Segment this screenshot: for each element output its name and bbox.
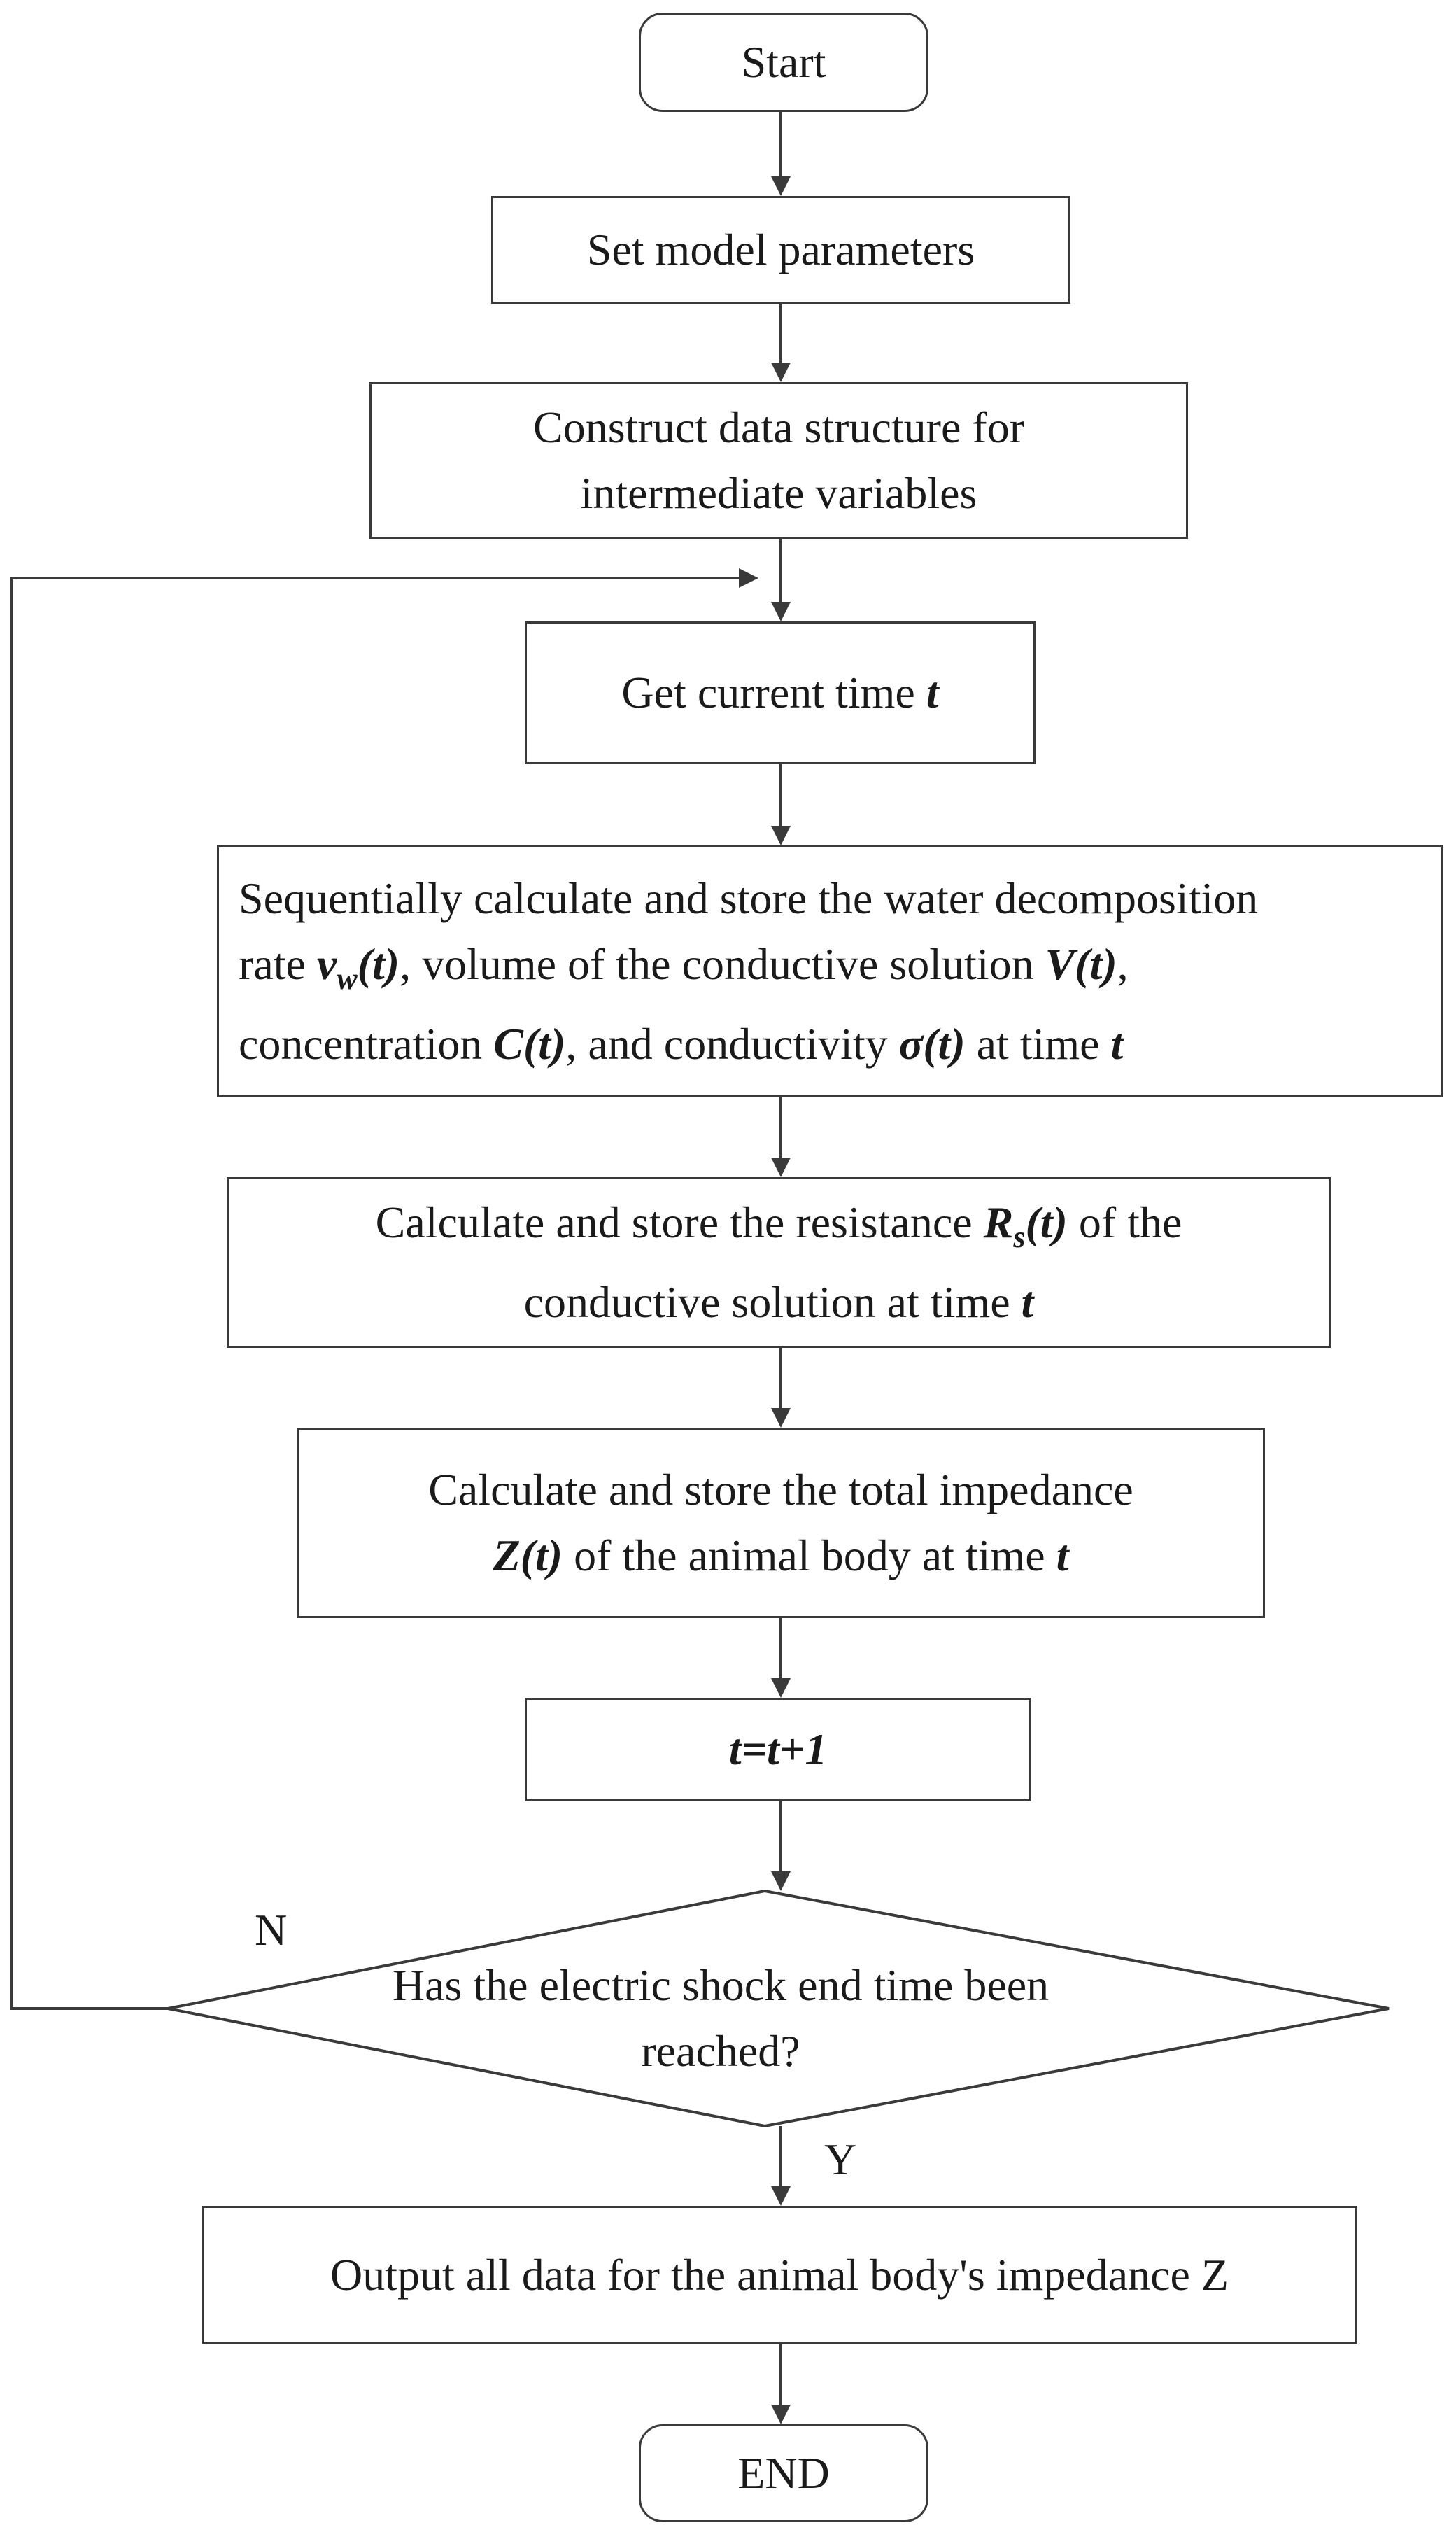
res-R-symbol: Rs(t) xyxy=(983,1197,1068,1254)
res-of-the: of the xyxy=(1067,1197,1182,1247)
seq-volume-text: , volume of the conductive solution xyxy=(400,938,1045,989)
res-t-symbol: t xyxy=(1021,1277,1034,1328)
seq-at-time-text: at time xyxy=(965,1019,1111,1069)
seq-vw-symbol: vw(t) xyxy=(316,938,400,996)
seq-t-symbol: t xyxy=(1110,1019,1124,1069)
output-label: Output all data for the animal body's im… xyxy=(330,2250,1229,2300)
loop-back-line xyxy=(10,577,742,2010)
end-node: END xyxy=(639,2424,928,2522)
imp-Z-symbol: Z(t) xyxy=(493,1531,563,1580)
res-conductive-text: conductive solution at time xyxy=(523,1277,1022,1328)
total-impedance-node: Calculate and store the total impedance … xyxy=(297,1428,1265,1618)
seq-conductivity-text: , and conductivity xyxy=(565,1019,899,1069)
decision-diamond xyxy=(167,1889,1390,2128)
seq-C-symbol: C(t) xyxy=(493,1019,566,1069)
seq-vw-main: v xyxy=(316,938,337,989)
impedance-line-1: Calculate and store the total impedance xyxy=(428,1465,1133,1514)
resistance-line-2: conductive solution at time t xyxy=(524,1269,1034,1335)
decision-text: Has the electric shock end time been rea… xyxy=(336,1953,1105,2084)
end-label: END xyxy=(737,2448,830,2498)
output-data-node: Output all data for the animal body's im… xyxy=(202,2206,1357,2344)
set-parameters-label: Set model parameters xyxy=(586,225,975,274)
increment-time-node: t=t+1 xyxy=(525,1698,1031,1801)
yes-edge-label: Y xyxy=(824,2134,857,2184)
sequential-calculation-node: Sequentially calculate and store the wat… xyxy=(217,845,1443,1097)
seq-concentration-text: concentration xyxy=(239,1019,494,1069)
res-R-arg: (t) xyxy=(1025,1197,1068,1247)
impedance-line-2: Z(t) of the animal body at time t xyxy=(493,1523,1069,1589)
increment-label: t=t+1 xyxy=(728,1724,828,1774)
seq-vw-sub: w xyxy=(337,961,358,996)
seq-sigma-symbol: σ(t) xyxy=(898,1019,966,1069)
get-current-time-node: Get current time t xyxy=(525,621,1036,764)
set-parameters-node: Set model parameters xyxy=(491,196,1070,304)
imp-body-text: of the animal body at time xyxy=(563,1531,1056,1580)
start-node: Start xyxy=(639,13,928,112)
get-time-var: t xyxy=(926,668,939,717)
seq-rate-text: rate xyxy=(239,938,317,989)
sequential-line-1: Sequentially calculate and store the wat… xyxy=(239,873,1259,923)
resistance-node: Calculate and store the resistance Rs(t)… xyxy=(227,1177,1331,1348)
decision-line-1: Has the electric shock end time been xyxy=(392,1960,1049,2010)
res-R-main: R xyxy=(983,1197,1014,1247)
get-time-text: Get current time xyxy=(621,668,926,717)
start-label: Start xyxy=(741,37,826,87)
no-edge-label: N xyxy=(255,1905,288,1955)
construct-line-1: Construct data structure for xyxy=(533,402,1024,452)
construct-line-2: intermediate variables xyxy=(580,468,977,518)
sequential-line-2: rate vw(t), volume of the conductive sol… xyxy=(239,931,1129,1012)
seq-V-symbol: V(t) xyxy=(1045,938,1117,989)
resistance-line-1: Calculate and store the resistance Rs(t)… xyxy=(376,1190,1182,1270)
res-text: Calculate and store the resistance xyxy=(375,1197,984,1247)
sequential-line-3: concentration C(t), and conductivity σ(t… xyxy=(239,1011,1123,1077)
seq-comma: , xyxy=(1117,938,1129,989)
imp-t-symbol: t xyxy=(1056,1531,1069,1580)
seq-vw-arg: (t) xyxy=(357,938,400,989)
decision-line-2: reached? xyxy=(641,2026,800,2076)
res-R-sub: s xyxy=(1013,1219,1026,1254)
construct-data-structure-node: Construct data structure for intermediat… xyxy=(369,382,1188,539)
